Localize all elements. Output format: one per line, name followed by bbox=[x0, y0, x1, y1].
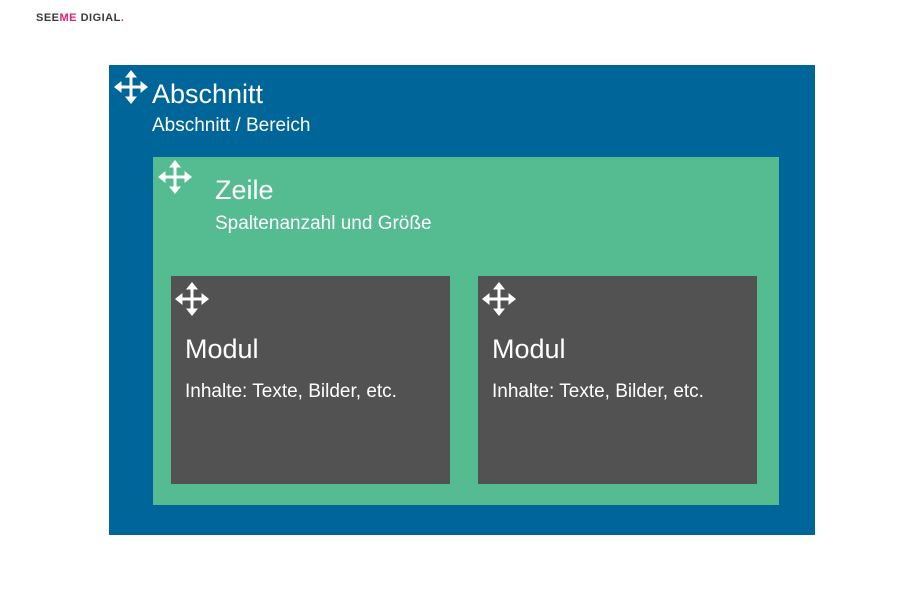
module-1-subtitle: Inhalte: Texte, Bilder, etc. bbox=[185, 381, 397, 402]
logo-part-1: SEE bbox=[36, 12, 60, 24]
row-move-icon[interactable] bbox=[157, 159, 193, 195]
module-2-move-icon[interactable] bbox=[481, 281, 517, 317]
row-box: Zeile Spaltenanzahl und Größe Modul Inha… bbox=[153, 157, 779, 505]
row-title: Zeile bbox=[215, 175, 274, 205]
logo-part-2: ME bbox=[59, 12, 78, 24]
module-1-move-icon[interactable] bbox=[174, 281, 210, 317]
module-box-1: Modul Inhalte: Texte, Bilder, etc. bbox=[171, 276, 450, 484]
section-title: Abschnitt bbox=[152, 79, 264, 109]
module-1-title: Modul bbox=[185, 334, 259, 364]
logo-part-3: DIGIAL bbox=[77, 12, 121, 24]
module-2-subtitle: Inhalte: Texte, Bilder, etc. bbox=[492, 381, 704, 402]
section-subtitle: Abschnitt / Bereich bbox=[152, 115, 311, 136]
module-box-2: Modul Inhalte: Texte, Bilder, etc. bbox=[478, 276, 757, 484]
section-move-icon[interactable] bbox=[113, 69, 149, 105]
brand-logo: SEEME DIGIAL. bbox=[36, 12, 124, 24]
section-box: Abschnitt Abschnitt / Bereich Zeile Spal… bbox=[109, 65, 815, 535]
logo-part-4: . bbox=[120, 12, 125, 24]
row-subtitle: Spaltenanzahl und Größe bbox=[215, 213, 432, 234]
module-2-title: Modul bbox=[492, 334, 566, 364]
